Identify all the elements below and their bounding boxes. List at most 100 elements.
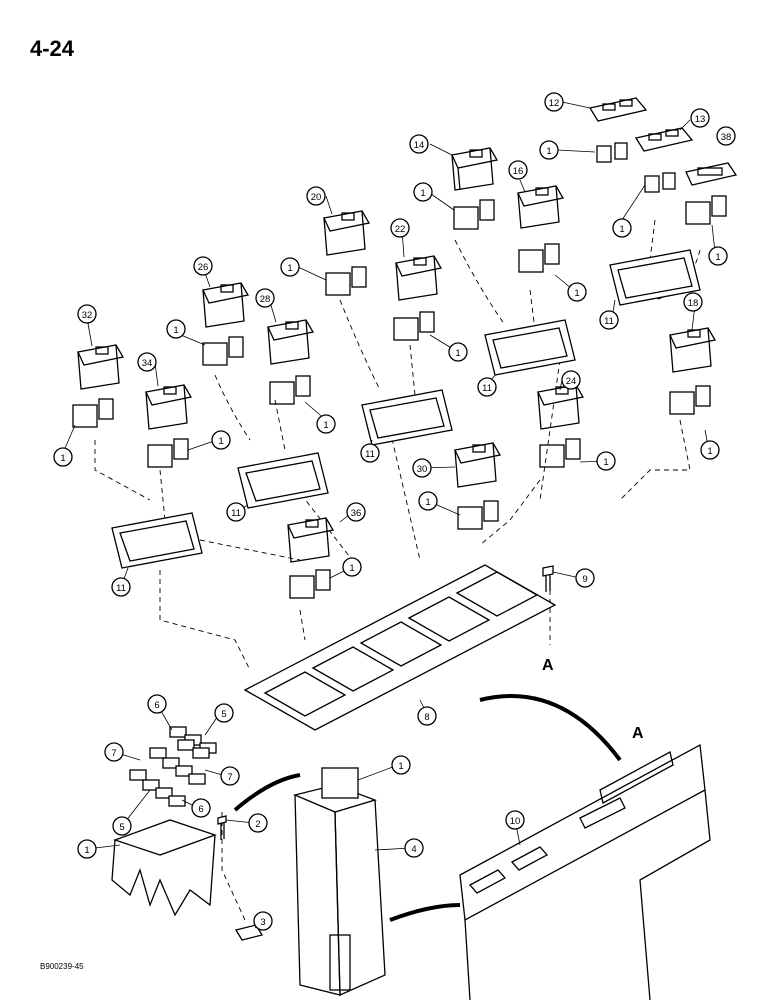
callouts: 12 13 38 14 1 16 1 20 1 22 1 26 1 1 28 1… bbox=[53, 92, 736, 931]
callout-1-f: 1 bbox=[567, 282, 587, 302]
switch-22 bbox=[395, 255, 443, 301]
screw-9 bbox=[542, 565, 554, 592]
callout-1-b-label: 1 bbox=[420, 188, 425, 199]
switch-30 bbox=[454, 442, 502, 488]
callout-2-label: 2 bbox=[255, 819, 260, 830]
callout-13: 13 bbox=[690, 108, 710, 128]
callout-12: 12 bbox=[544, 92, 564, 112]
switch-32 bbox=[77, 344, 125, 390]
callout-1-g: 1 bbox=[166, 319, 186, 339]
callout-1-d: 1 bbox=[708, 246, 728, 266]
callout-18-label: 18 bbox=[688, 298, 699, 309]
callout-1-l: 1 bbox=[53, 447, 73, 467]
callout-7-b: 7 bbox=[220, 766, 240, 786]
callout-9-label: 9 bbox=[582, 574, 587, 585]
callout-1-e: 1 bbox=[280, 257, 300, 277]
callout-30-label: 30 bbox=[417, 464, 428, 475]
callout-11-e-label: 11 bbox=[116, 583, 126, 594]
callout-1-g-label: 1 bbox=[173, 325, 178, 336]
callout-9: 9 bbox=[575, 568, 595, 588]
callout-14-label: 14 bbox=[414, 140, 425, 151]
callout-11-a-label: 11 bbox=[604, 316, 614, 327]
callout-14: 14 bbox=[409, 134, 429, 154]
callout-1-j-label: 1 bbox=[218, 436, 223, 447]
clip-3 bbox=[234, 924, 264, 941]
switch-18 bbox=[669, 327, 717, 373]
switch-12 bbox=[588, 97, 648, 122]
callout-24-label: 24 bbox=[566, 376, 577, 387]
switch-36 bbox=[287, 517, 335, 563]
callout-10: 10 bbox=[505, 810, 525, 830]
callout-1-a-label: 1 bbox=[546, 146, 551, 157]
callout-11-a: 11 bbox=[599, 310, 619, 330]
callout-28-label: 28 bbox=[260, 294, 271, 305]
console-10 bbox=[459, 743, 711, 1000]
callout-1-e-label: 1 bbox=[287, 263, 292, 274]
callout-4: 4 bbox=[404, 838, 424, 858]
callout-5-b: 5 bbox=[112, 816, 132, 836]
callout-38: 38 bbox=[716, 126, 736, 146]
callout-11-b: 11 bbox=[477, 377, 497, 397]
callout-5-a: 5 bbox=[214, 703, 234, 723]
callout-7-a-label: 7 bbox=[111, 748, 116, 759]
page-number: 4-24 bbox=[30, 36, 75, 61]
callout-1-n: 1 bbox=[418, 491, 438, 511]
callout-11-c: 11 bbox=[360, 443, 380, 463]
view-marker-a-console: A bbox=[632, 725, 644, 742]
callout-8: 8 bbox=[417, 706, 437, 726]
callout-1-j: 1 bbox=[211, 430, 231, 450]
callout-1-m-label: 1 bbox=[603, 457, 608, 468]
callout-22: 22 bbox=[390, 218, 410, 238]
bezels-11 bbox=[111, 249, 701, 569]
callout-6-a-label: 6 bbox=[154, 700, 159, 711]
connector-block-left bbox=[111, 819, 217, 917]
callout-8-label: 8 bbox=[424, 712, 429, 723]
callout-4-label: 4 bbox=[411, 844, 416, 855]
callout-6-b: 6 bbox=[191, 798, 211, 818]
callout-12-label: 12 bbox=[549, 98, 560, 109]
callout-3-label: 3 bbox=[260, 917, 265, 928]
harness-block-4 bbox=[292, 767, 386, 996]
callout-38-label: 38 bbox=[721, 132, 732, 143]
callout-1-d-label: 1 bbox=[715, 252, 720, 263]
callout-7-a: 7 bbox=[104, 742, 124, 762]
callout-1-i-label: 1 bbox=[323, 420, 328, 431]
callout-1-l-label: 1 bbox=[60, 453, 65, 464]
callout-1-q-label: 1 bbox=[84, 845, 89, 856]
callout-26-label: 26 bbox=[198, 262, 209, 273]
callout-32-label: 32 bbox=[82, 310, 93, 321]
callout-16-label: 16 bbox=[513, 166, 524, 177]
callout-11-d: 11 bbox=[226, 502, 246, 522]
callout-36: 36 bbox=[346, 502, 366, 522]
callout-5-b-label: 5 bbox=[119, 822, 124, 833]
callout-1-c-label: 1 bbox=[619, 224, 624, 235]
callout-1-o-label: 1 bbox=[349, 563, 354, 574]
callout-26: 26 bbox=[193, 256, 213, 276]
callout-30: 30 bbox=[412, 458, 432, 478]
callout-1-p-label: 1 bbox=[398, 761, 403, 772]
callout-1-n-label: 1 bbox=[425, 497, 430, 508]
figure-id: B900239-45 bbox=[40, 962, 84, 971]
arrows bbox=[233, 694, 622, 922]
callout-1-a: 1 bbox=[539, 140, 559, 160]
callout-1-h-label: 1 bbox=[455, 348, 460, 359]
callout-11-e: 11 bbox=[111, 577, 131, 597]
callout-20: 20 bbox=[306, 186, 326, 206]
callout-10-label: 10 bbox=[510, 816, 521, 827]
callout-6-b-label: 6 bbox=[198, 804, 203, 815]
callout-1-c: 1 bbox=[612, 218, 632, 238]
callout-11-d-label: 11 bbox=[231, 508, 241, 519]
callout-24: 24 bbox=[561, 370, 581, 390]
fuse-group bbox=[129, 726, 217, 807]
callout-11-c-label: 11 bbox=[365, 449, 375, 460]
callout-6-a: 6 bbox=[147, 694, 167, 714]
switch-28 bbox=[267, 319, 315, 365]
callout-18: 18 bbox=[683, 292, 703, 312]
callout-28: 28 bbox=[255, 288, 275, 308]
switch-13 bbox=[634, 127, 694, 152]
pin-2 bbox=[217, 815, 227, 840]
callout-7-b-label: 7 bbox=[227, 772, 232, 783]
callout-16: 16 bbox=[508, 160, 528, 180]
switch-38 bbox=[685, 162, 738, 186]
